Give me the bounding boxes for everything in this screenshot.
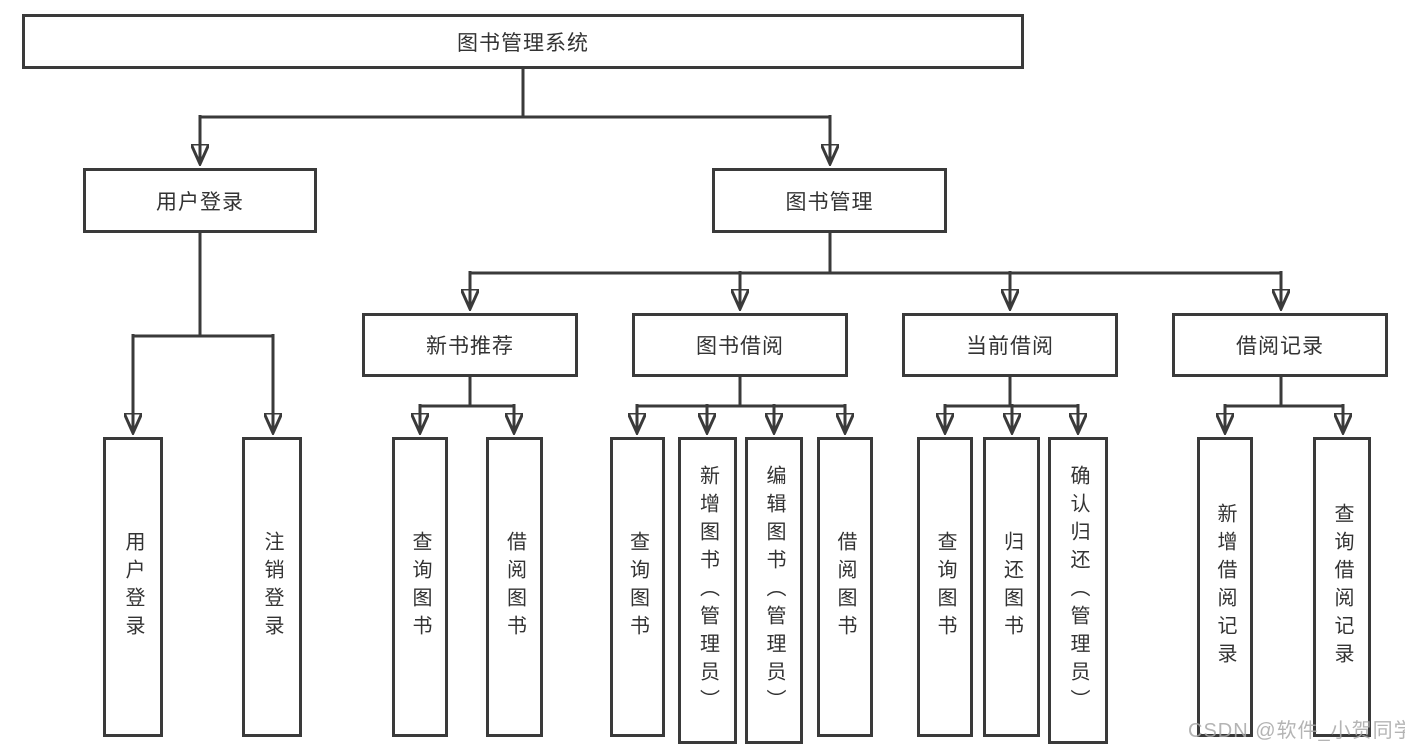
leaf-label: 借阅图书 — [503, 531, 526, 643]
leaf-borrow-books-recommend: 借阅图书 — [486, 437, 543, 737]
leaf-query-borrow-record: 查询借阅记录 — [1313, 437, 1371, 737]
leaf-borrow-books: 借阅图书 — [817, 437, 873, 737]
node-label: 图书管理系统 — [457, 31, 589, 55]
leaf-user-login: 用户登录 — [103, 437, 163, 737]
leaf-label: 查询图书 — [626, 531, 649, 643]
node-label: 用户登录 — [156, 190, 244, 214]
leaf-label: 新增图书（管理员） — [696, 464, 719, 717]
node-book-management: 图书管理 — [712, 168, 947, 233]
leaf-label: 查询图书 — [409, 531, 431, 643]
leaf-label: 编辑图书（管理员） — [763, 464, 785, 717]
node-label: 当前借阅 — [966, 335, 1054, 358]
leaf-label: 用户登录 — [122, 531, 144, 643]
leaf-label: 借阅图书 — [834, 531, 856, 643]
leaf-label: 归还图书 — [1000, 531, 1023, 643]
node-library-management-system: 图书管理系统 — [22, 14, 1024, 69]
leaf-return-books: 归还图书 — [983, 437, 1040, 737]
leaf-logout: 注销登录 — [242, 437, 302, 737]
leaf-label: 注销登录 — [261, 531, 283, 643]
node-new-book-recommend: 新书推荐 — [362, 313, 578, 377]
leaf-label: 确认归还（管理员） — [1067, 464, 1089, 717]
node-borrowing-records: 借阅记录 — [1172, 313, 1388, 377]
node-label: 新书推荐 — [426, 335, 514, 358]
csdn-watermark: CSDN @软件_小贺同学 — [1188, 720, 1405, 742]
node-label: 借阅记录 — [1236, 335, 1324, 358]
leaf-query-books-borrow: 查询图书 — [610, 437, 665, 737]
leaf-label: 查询图书 — [934, 531, 956, 643]
node-label: 图书管理 — [785, 190, 874, 214]
leaf-confirm-return-admin: 确认归还（管理员） — [1048, 437, 1108, 744]
leaf-add-book-admin: 新增图书（管理员） — [678, 437, 737, 744]
node-user-login: 用户登录 — [83, 168, 317, 233]
leaf-label: 新增借阅记录 — [1214, 503, 1236, 671]
leaf-query-books-recommend: 查询图书 — [392, 437, 448, 737]
leaf-add-borrow-record: 新增借阅记录 — [1197, 437, 1253, 737]
node-book-borrowing: 图书借阅 — [632, 313, 848, 377]
leaf-query-books-current: 查询图书 — [917, 437, 973, 737]
node-current-borrowing: 当前借阅 — [902, 313, 1118, 377]
leaf-edit-book-admin: 编辑图书（管理员） — [745, 437, 803, 744]
leaf-label: 查询借阅记录 — [1331, 503, 1353, 671]
node-label: 图书借阅 — [696, 335, 784, 358]
